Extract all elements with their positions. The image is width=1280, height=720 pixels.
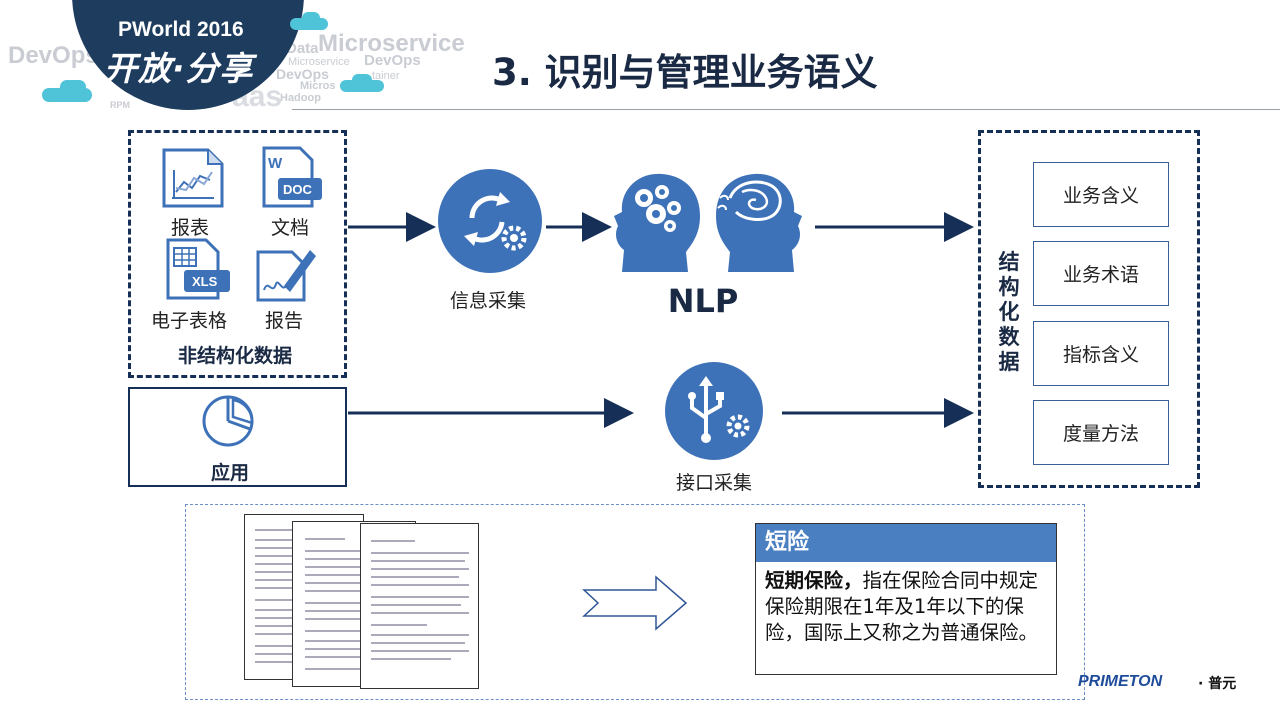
term-business-meaning: 业务含义 — [1033, 162, 1169, 227]
title-char: 构 — [998, 275, 1020, 299]
line-chart-report-icon — [162, 148, 224, 208]
example-panel — [185, 504, 1085, 700]
usb-gear-icon — [688, 376, 750, 443]
tag-word: Data — [286, 40, 319, 57]
interface-collect-label: 接口采集 — [675, 472, 752, 494]
definition-term: 短期保险， — [765, 569, 863, 592]
sync-gear-icon — [464, 192, 527, 251]
unstructured-data-group — [128, 130, 347, 378]
cloud-decoration — [340, 80, 384, 92]
tag-word: RPM — [110, 100, 130, 110]
word-doc-icon: W DOC — [262, 146, 322, 208]
cloud-decoration — [352, 74, 372, 86]
definition-body: 短期保险，指在保险合同中规定保险期限在1年及1年以下的保险，国际上又称之为普通保… — [765, 568, 1049, 646]
pie-chart-icon — [202, 395, 254, 447]
title-char: 化 — [998, 300, 1020, 324]
tag-word: DevOps — [364, 52, 421, 69]
nlp-heads-icon — [614, 173, 802, 272]
title-char: 数 — [998, 325, 1020, 349]
application-box — [128, 387, 347, 487]
structured-data-label: 结 构 化 数 据 — [996, 250, 1022, 375]
unstructured-data-label: 非结构化数据 — [177, 345, 292, 367]
term-indicator-meaning: 指标含义 — [1033, 321, 1169, 386]
tag-word: Hadoop — [280, 92, 321, 104]
cloud-decoration — [302, 12, 320, 24]
title-char: 结 — [998, 250, 1020, 274]
document-thumbnail — [360, 523, 479, 689]
svg-text:W: W — [268, 155, 283, 172]
info-collect-circle — [438, 169, 542, 273]
svg-text:DOC: DOC — [283, 182, 313, 197]
svg-text:XLS: XLS — [192, 274, 218, 289]
source-label-report: 报表 — [170, 217, 209, 239]
page-title: 3. 识别与管理业务语义 — [492, 51, 878, 94]
tag-word: Microservice — [288, 56, 350, 68]
tag-word: tainer — [372, 70, 400, 82]
definition-card: 短险 短期保险，指在保险合同中规定保险期限在1年及1年以下的保险，国际上又称之为… — [755, 523, 1057, 675]
brand-logo: PRIMETON — [1078, 673, 1163, 690]
cloud-decoration — [60, 80, 86, 94]
arrow-right-icon — [582, 575, 688, 631]
definition-text: 指在保险合同中规定保险期限在1年及1年以下的保险，国际上又称之为普通保险。 — [765, 569, 1039, 644]
title-char: 据 — [998, 350, 1020, 374]
source-label-doc: 文档 — [270, 217, 309, 239]
structured-data-group — [978, 130, 1200, 488]
tag-word: DevOps — [276, 66, 329, 82]
signed-report-icon — [256, 250, 316, 302]
source-label-spreadsheet: 电子表格 — [150, 310, 227, 332]
application-label: 应用 — [210, 462, 249, 484]
term-business-terminology: 业务术语 — [1033, 241, 1169, 306]
logo-event-name: PWorld 2016 — [118, 18, 244, 41]
info-collect-label: 信息采集 — [449, 290, 526, 312]
source-label-signed-report: 报告 — [264, 310, 303, 332]
logo-slogan: 开放·分享 — [104, 49, 254, 88]
tag-word: Microservice — [318, 30, 465, 57]
title-divider — [292, 109, 1280, 110]
xls-spreadsheet-icon: XLS — [166, 238, 230, 300]
brand-name-cn: · 普元 — [1198, 676, 1237, 692]
definition-title: 短险 — [756, 524, 1056, 562]
term-measurement-method: 度量方法 — [1033, 400, 1169, 465]
nlp-label: NLP — [667, 282, 739, 320]
tag-word: Micros — [300, 80, 336, 92]
